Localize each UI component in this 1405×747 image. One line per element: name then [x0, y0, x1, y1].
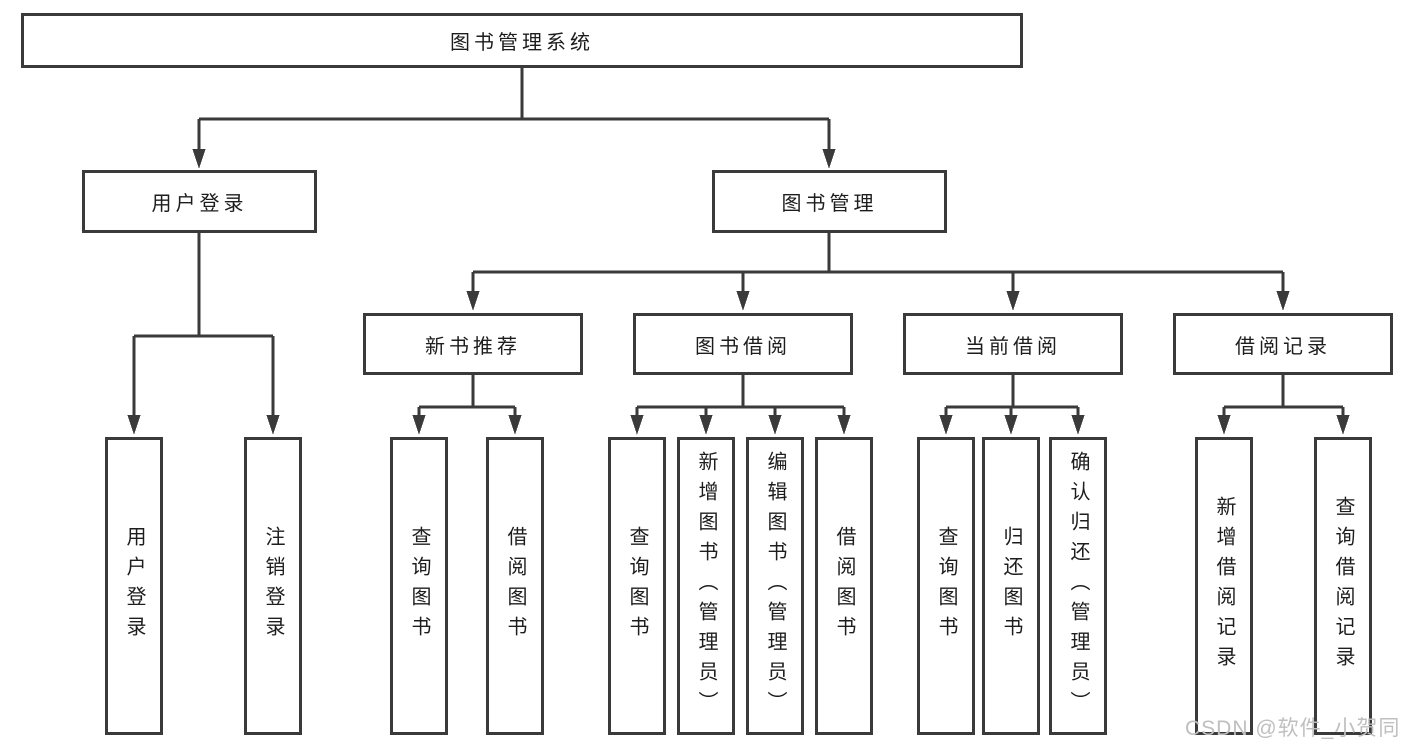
node-library-management-system: 图书管理系统 [21, 13, 1023, 68]
node-user-login: 用户登录 [82, 170, 317, 233]
node-borrowing-records: 借阅记录 [1173, 313, 1393, 375]
node-current-borrowing: 当前借阅 [903, 313, 1123, 375]
leaf-edit-book-admin: 编辑图书（管理员） [746, 437, 804, 735]
leaf-return-books: 归还图书 [982, 437, 1040, 735]
csdn-watermark: CSDN @软件_小贺同学 [1185, 717, 1401, 740]
leaf-add-book-admin: 新增图书（管理员） [677, 437, 735, 735]
leaf-search-books-borrowing: 查询图书 [608, 437, 666, 735]
leaf-search-books-recommendation: 查询图书 [390, 437, 448, 735]
leaf-logout: 注销登录 [244, 437, 302, 735]
leaf-add-borrow-record: 新增借阅记录 [1195, 437, 1253, 735]
node-book-management: 图书管理 [712, 170, 947, 233]
leaf-borrow-books-borrowing: 借阅图书 [815, 437, 873, 735]
leaf-user-login: 用户登录 [105, 437, 163, 735]
node-book-borrowing: 图书借阅 [633, 313, 853, 375]
node-new-book-recommendation: 新书推荐 [363, 313, 583, 375]
leaf-confirm-return-admin: 确认归还（管理员） [1049, 437, 1107, 735]
leaf-search-books-current: 查询图书 [917, 437, 975, 735]
leaf-search-borrow-record: 查询借阅记录 [1314, 437, 1372, 735]
leaf-borrow-books-recommendation: 借阅图书 [486, 437, 544, 735]
